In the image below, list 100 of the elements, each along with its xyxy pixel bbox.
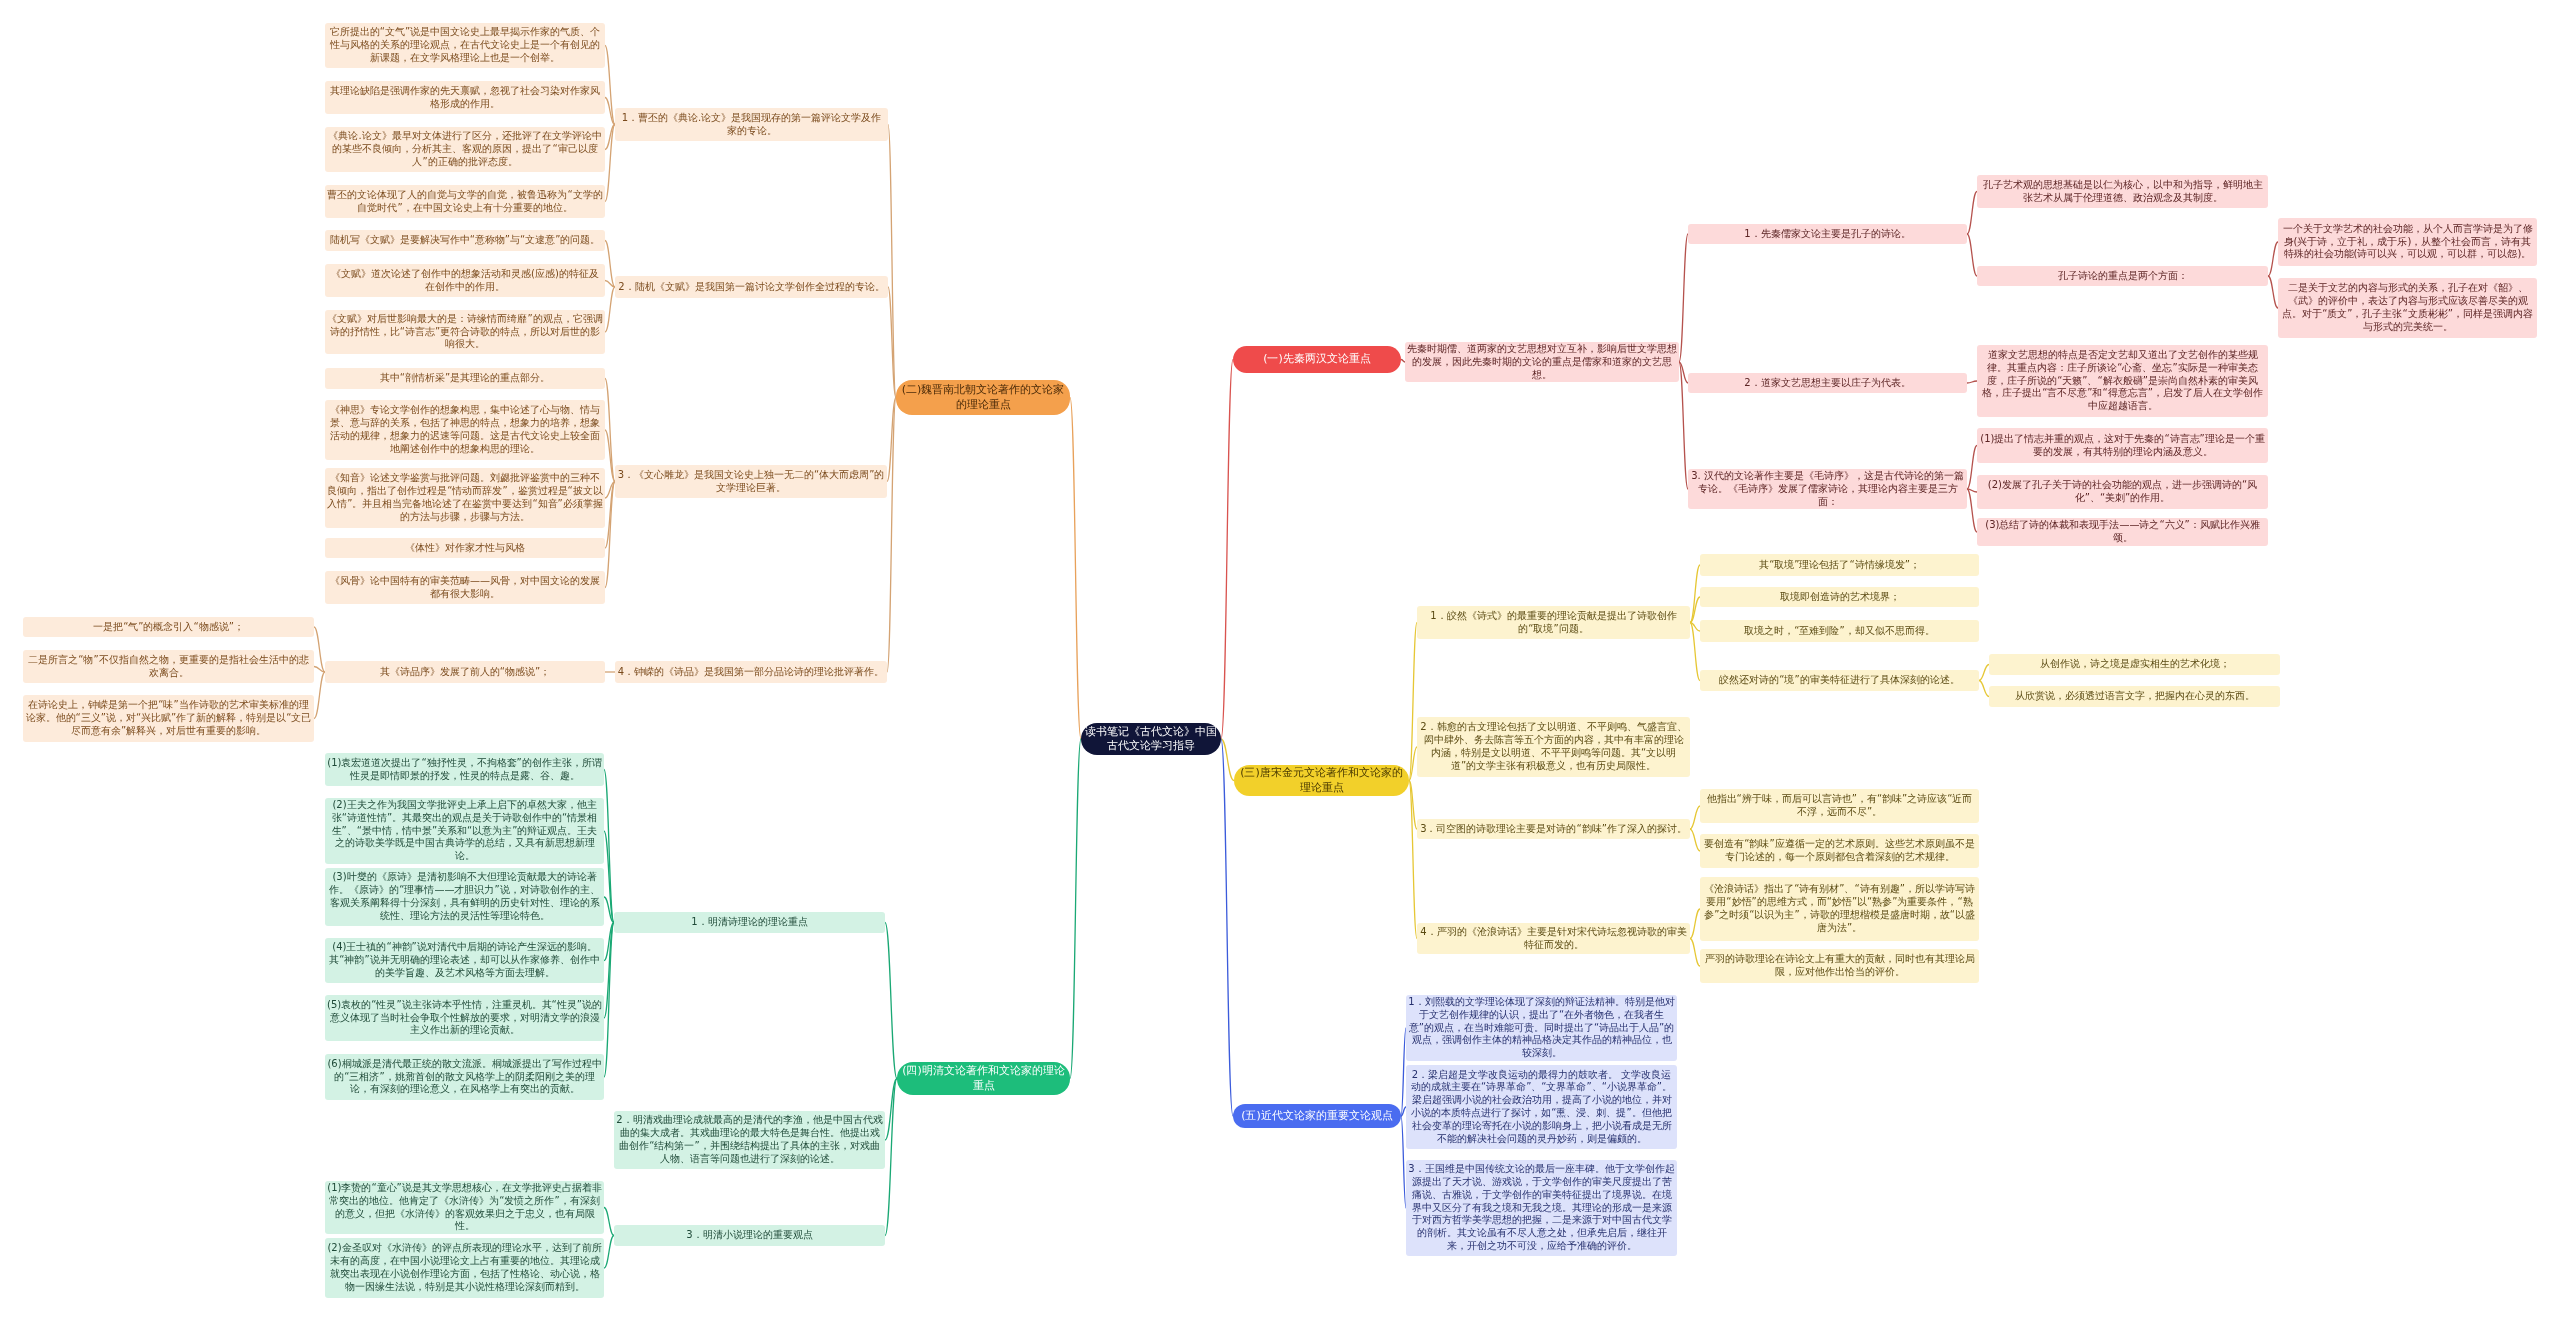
connector-line (1069, 738, 1082, 1080)
topic-box: (5)袁枚的“性灵”说主张诗本乎性情，注重灵机。其“性灵”说的意义体现了当时社会争取个性解放的要求，对明清文学的浪漫主义作出新的理论贡献。 (325, 995, 604, 1041)
connector-line (1978, 663, 1990, 682)
topic-box: 取境即创造诗的艺术境界； (1700, 587, 1979, 607)
topic-box: 孔子诗论的重点是两个方面： (1977, 266, 2268, 286)
connector-line (884, 1077, 898, 1237)
topic-box: 孔子艺术观的思想基础是以仁为核心，以中和为指导，鲜明地主张艺术从属于伦理道德、政治观念及其制度。 (1977, 175, 2268, 208)
connector-line (2267, 241, 2279, 277)
topic-box: 其《诗品序》发展了前人的“物感说”； (325, 661, 605, 683)
connector-line (1400, 358, 1406, 363)
topic-box: 《知音》论述文学鉴赏与批评问题。刘勰批评鉴赏中的三种不良倾向，指出了创作过程是“情动而辞发”，鉴赏过程是“披文以入情”。并且相当完备地论述了在鉴赏中要达到“知音”必须掌握的方法与步骤，步骤与方法。 (325, 468, 605, 528)
connector-line (1689, 805, 1701, 830)
connector-line (604, 96, 616, 126)
connector-line (1966, 444, 1978, 490)
topic-box: 他指出“辨于味，而后可以言诗也”，有“韵味”之诗应该“近而不浮，远而不尽”。 (1700, 789, 1979, 823)
topic-box: (3)叶燮的《原诗》是清初影响不大但理论贡献最大的诗论著作。《原诗》的“理事情——才胆识力”说，对诗歌创作的主、客观关系阐释得十分深刻，具有鲜明的历史针对性、理论的系统性、理论方法的灵活性等理论特色。 (325, 868, 604, 926)
branch-topic: (四)明清文论著作和文论家的理论重点 (897, 1062, 1070, 1095)
topic-box: 2．道家文艺思想主要以庄子为代表。 (1688, 373, 1967, 393)
topic-box: 在诗论史上，钟嵘是第一个把“味”当作诗歌的艺术审美标准的理论家。他的“三义”说，对“兴比赋”作了新的解释，特别是以“文已尽而意有余”解释兴，对后世有重要的影响。 (23, 695, 314, 742)
topic-box: (3)总结了诗的体裁和表现手法——诗之“六义”：风赋比作兴雅颂。 (1977, 518, 2268, 546)
topic-box: 1．曹丕的《典论.论文》是我国现存的第一篇评论文学及作家的专论。 (615, 108, 888, 141)
connector-line (1220, 738, 1234, 1117)
topic-box: 2．梁启超是文学改良运动的最得力的鼓吹者。 文学改良运动的成就主要在“诗界革命”、“文界革命”、“小说界革命”。梁启超强调小说的社会政治功用，提高了小说的地位，并对小说的本质特点进行了探讨，如“熏、浸、刺、提”。但他把社会变革的理论寄托在小说的影响身上，把小说看成是无所不能的解决社会问题的灵丹妙药，则是偏颇的。 (1406, 1065, 1677, 1149)
connector-line (313, 671, 326, 720)
topic-box: 《风骨》论中国特有的审美范畴——风骨，对中国文论的发展都有很大影响。 (325, 571, 605, 604)
topic-box: 陆机写《文赋》是要解决写作中“意称物”与“文逮意”的问题。 (325, 230, 605, 251)
connector-line (1689, 908, 1701, 940)
connector-line (603, 896, 615, 924)
connector-line (1678, 361, 1689, 490)
topic-box: 2．陆机《文赋》是我国第一篇讨论文学创作全过程的专论。 (615, 276, 888, 298)
connector-line (604, 671, 616, 673)
topic-box: (2)金圣叹对《水浒传》的评点所表现的理论水平，达到了前所未有的高度，在中国小说理论文上占有重要的地位。其理论成就突出表现在小说创作理论方面，包括了性格论、动心说，格物一因缘生法说，特别是其小说性格理论深刻而精到。 (325, 1238, 604, 1298)
topic-box: (1)提出了情志并重的观点，这对于先秦的“诗言志”理论是一个重要的发展，有其特别的理论内涵及意义。 (1977, 428, 2268, 463)
connector-line (604, 123, 616, 203)
connector-line (1689, 828, 1701, 852)
central-topic: 读书笔记《古代文论》中国古代文论学习指导 (1081, 723, 1221, 755)
topic-box: 严羽的诗歌理论在诗论文上有重大的贡献，同时也有其理论局限，应对他作出恰当的评价。 (1700, 949, 1979, 983)
topic-box: (6)桐城派是清代最正统的散文流派。桐城派提出了写作过程中的“三相济”，姚鼐首创的散文风格学上的阴柔阳刚之美的理论，有深刻的理论意义，在风格学上有突出的贡献。 (325, 1054, 604, 1100)
topic-box: 皎然还对诗的“境”的审美特征进行了具体深刻的论述。 (1700, 670, 1979, 691)
topic-box: 4．钟嵘的《诗品》是我国第一部分品论诗的理论批评著作。 (615, 661, 887, 683)
topic-box: 从创作说，诗之境是虚实相生的艺术化境； (1989, 654, 2280, 675)
topic-box: 1．先秦儒家文论主要是孔子的诗论。 (1688, 224, 1967, 244)
topic-box: 曹丕的文论体现了人的自觉与文学的自觉，被鲁迅称为“文学的自觉时代”，在中国文论史上有十分重要的地位。 (325, 185, 605, 218)
connector-line (603, 1206, 615, 1237)
topic-box: 1．明清诗理论的理论重点 (614, 912, 885, 933)
topic-box: 《典论.论文》最早对文体进行了区分，还批评了在文学评论中的某些不良倾向，分析其主、客观的原因，提出了“审己以度人”的正确的批评态度。 (325, 127, 605, 172)
topic-box: (4)王士禛的“神韵”说对清代中后期的诗论产生深远的影响。其“神韵”说并无明确的理论表述，却可以从作家修养、创作中的美学旨趣、及艺术风格等方面去理解。 (325, 938, 604, 983)
connector-line (1966, 488, 1978, 533)
connector-line (1400, 1106, 1407, 1117)
connector-line (1978, 679, 1990, 698)
topic-box: 2．韩愈的古文理论包括了文以明道、不平则鸣、气盛言宜、闳中肆外、务去陈言等五个方面的内容，其中有丰富的理论内涵，特别是文以明道、不平平则鸣等问题。其“文以明道”的文学主张有积极意义，也有历史局限性。 (1417, 717, 1690, 777)
connector-line (1408, 779, 1418, 830)
connector-line (1220, 738, 1235, 782)
connector-line (1689, 937, 1701, 967)
topic-box: 3．王国维是中国传统文论的最后一座丰碑。他于文学创作起源提出了天才说、游戏说，于文学创作的审美尺度提出了苦痛说、古雅说，于文学创作的审美特征提出了境界说。在境界中又区分了有我之境和无我之境。其理论的形成一是来源于对西方哲学美学思想的把握，二是来源于对中国古代文学的剖析。其文论虽有不尽人意之处，但承先启后，继往开来，开创之功不可没，应给予准确的评价。 (1406, 1160, 1677, 1256)
connector-line (604, 123, 616, 151)
topic-box: 其理论缺陷是强调作家的先天禀赋，忽视了社会习染对作家风格形成的作用。 (325, 81, 605, 114)
topic-box: 道家文艺思想的特点是否定文艺却又道出了文艺创作的某些规律。其重点内容：庄子所谈论“心斋、坐忘”实际是一种审美态度，庄子所说的“天籁”、“解衣般礴”是崇尚自然朴素的审美风格，庄子提出“言不尽意”和“得意忘言”，启发了后人在文学创作中应超越语言。 (1977, 345, 2268, 417)
connector-line (313, 665, 326, 673)
connector-line (886, 396, 897, 483)
topic-box: 4．严羽的《沧浪诗话》主要是针对宋代诗坛忽视诗歌的审美特征而发的。 (1417, 923, 1690, 954)
topic-box: 它所提出的“文气”说是中国文论史上最早揭示作家的气质、个性与风格的关系的理论观点，在古代文论史上是一个有创见的新课题，在文学风格理论上也是一个创举。 (325, 23, 605, 68)
topic-box: 其“取境”理论包括了“诗情缘境发”； (1700, 554, 1979, 576)
connector-line (604, 279, 616, 288)
topic-box: 3．司空图的诗歌理论主要是对诗的“韵味”作了深入的探讨。 (1417, 819, 1690, 839)
connector-line (604, 286, 616, 333)
topic-box: 1．皎然《诗式》的最重要的理论贡献是提出了诗歌创作的“取境”问题。 (1417, 606, 1690, 639)
topic-box: 《文赋》道次论述了创作中的想象活动和灵感(应感)的特征及在创作中的作用。 (325, 264, 605, 297)
topic-box: 《体性》对作家才性与风格 (325, 538, 605, 558)
topic-box: 1．刘熙载的文学理论体现了深刻的辩证法精神。特别是他对于文艺创作规律的认识，提出了“在外者物色，在我者生意”的观点，在当时难能可贵。同时提出了“诗品出于人品”的观点，强调创作主体的精神品格决定其作品的精神品位，也较深刻。 (1406, 995, 1677, 1061)
topic-box: 要创造有“韵味”应遵循一定的艺术原则。这些艺术原则虽不是专门论述的，每一个原则都包含着深刻的艺术规律。 (1700, 834, 1979, 868)
topic-box: 3. 汉代的文论著作主要是《毛诗序》，这是古代诗论的第一篇专论。《毛诗序》发展了儒家诗论，其理论内容主要是三方面： (1688, 469, 1967, 510)
topic-box: 取境之时，“至难到险”，却又似不思而得。 (1700, 620, 1979, 642)
connector-line (1069, 396, 1082, 740)
connector-line (604, 239, 616, 288)
topic-box: 先秦时期儒、道两家的文艺思想对立互补，影响后世文学思想的发展，因此先秦时期的文论的重点是儒家和道家的文艺思想。 (1405, 342, 1679, 383)
topic-box: 一是把“气”的概念引入“物感说”； (23, 617, 314, 637)
connector-line (2267, 275, 2279, 309)
branch-topic: (五)近代文论家的重要文论观点 (1233, 1104, 1401, 1128)
connector-line (1689, 596, 1701, 624)
connector-line (884, 1077, 898, 1141)
topic-box: 一个关于文学艺术的社会功能，从个人而言学诗是为了修身(兴于诗，立于礼，成于乐)，从整个社会而言，诗有其特殊的社会功能(诗可以兴，可以观，可以群，可以怨)。 (2278, 218, 2537, 266)
topic-box: (2)王夫之作为我国文学批评史上承上启下的卓然大家，他主张“诗道性情”。其最突出的观点是关于诗歌创作中的“情景相生”、“景中情，情中景”关系和“以意为主”的辩证观点。王夫之的诗歌美学既是中国古典诗学的总结，又具有新思想新理论。 (325, 798, 604, 864)
topic-box: 3．明清小说理论的重要观点 (614, 1225, 885, 1246)
connector-line (1689, 621, 1701, 682)
connector-line (603, 1234, 615, 1269)
topic-box: 《沧浪诗话》指出了“诗有别材”、“诗有别趣”，所以学诗写诗要用“妙悟”的思维方式，而“妙悟”以“熟参”为重要条件，“熟参”之时须“以识为主”，诗歌的理想楷模是盛唐时期，故“以盛唐为法”。 (1700, 877, 1979, 941)
connector-line (1408, 746, 1418, 782)
connector-line (604, 480, 616, 549)
connector-line (1966, 233, 1978, 277)
connector-line (313, 626, 326, 673)
topic-box: 《文赋》对后世影响最大的是：诗缘情而绮靡”的观点，它强调诗的抒情性，比“诗言志”更符合诗歌的特点，所以对后世的影响很大。 (325, 310, 605, 354)
connector-line (1678, 361, 1689, 384)
connector-line (604, 429, 616, 483)
connector-line (1220, 358, 1234, 740)
topic-box: 《神思》专论文学创作的想象构思，集中论述了心与物、情与景、意与辞的关系，包括了神思的特点，想象力的培养，想象活动的规律，想象力的迟速等问题。这是古代文论史上较全面地阐述创作中的想象构思的理论。 (325, 400, 605, 460)
branch-topic: (一)先秦两汉文论重点 (1233, 346, 1401, 373)
connector-line (884, 921, 898, 1080)
topic-box: 2．明清戏曲理论成就最高的是清代的李渔，他是中国古代戏曲的集大成者。其戏曲理论的最大特色是舞台性。他提出戏曲创作“结构第一”，并围绕结构提出了具体的主张，对戏曲人物、语言等问题也进行了深刻的论述。 (614, 1111, 885, 1169)
topic-box: (2)发展了孔子关于诗的社会功能的观点，进一步强调诗的“风化”、“美刺”的作用。 (1977, 475, 2268, 509)
